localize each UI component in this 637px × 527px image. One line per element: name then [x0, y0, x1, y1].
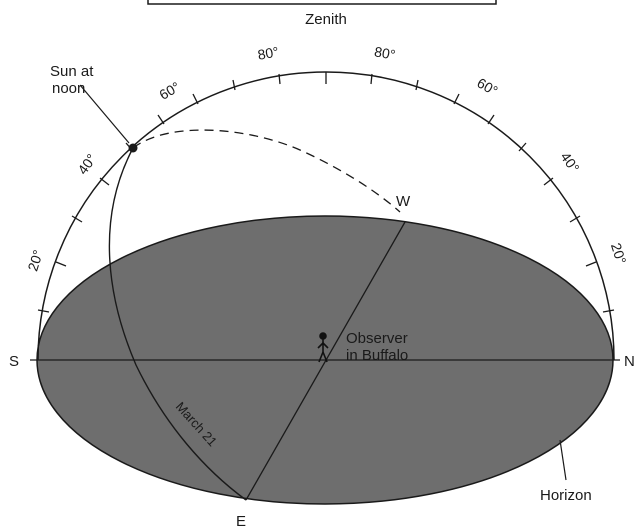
- altitude-label-right-20: 20°: [608, 241, 630, 266]
- horizon-label-pointer: [559, 439, 567, 481]
- south-label: S: [9, 353, 19, 370]
- sun-at-noon-label-line2: noon: [52, 80, 85, 97]
- sun-path-solid: [108, 147, 247, 501]
- sun-at-noon-label-line1: Sun at: [50, 63, 94, 80]
- sun-label-pointer: [79, 84, 130, 144]
- top-frame-edge: [147, 0, 497, 5]
- altitude-label-left-60: 60°: [156, 78, 182, 102]
- east-west-line: [245, 221, 406, 501]
- altitude-label-left-80: 80°: [256, 43, 280, 62]
- observer-icon: [317, 332, 329, 363]
- zenith-label: Zenith: [305, 11, 347, 28]
- altitude-ticks: [37, 72, 615, 313]
- altitude-label-right-40: 40°: [557, 149, 582, 176]
- altitude-label-right-80: 80°: [373, 43, 397, 62]
- observer-label-line2: in Buffalo: [346, 347, 408, 364]
- altitude-label-left-20: 20°: [24, 248, 46, 273]
- sun-path-dashed: [132, 129, 401, 213]
- observer-label-line1: Observer: [346, 330, 408, 347]
- west-label: W: [396, 193, 411, 210]
- north-label: N: [624, 353, 635, 370]
- altitude-label-right-60: 60°: [474, 74, 500, 98]
- sun-dot: [128, 143, 138, 153]
- altitude-label-left-40: 40°: [74, 151, 99, 178]
- east-label: E: [236, 513, 246, 527]
- horizon-label: Horizon: [540, 487, 592, 504]
